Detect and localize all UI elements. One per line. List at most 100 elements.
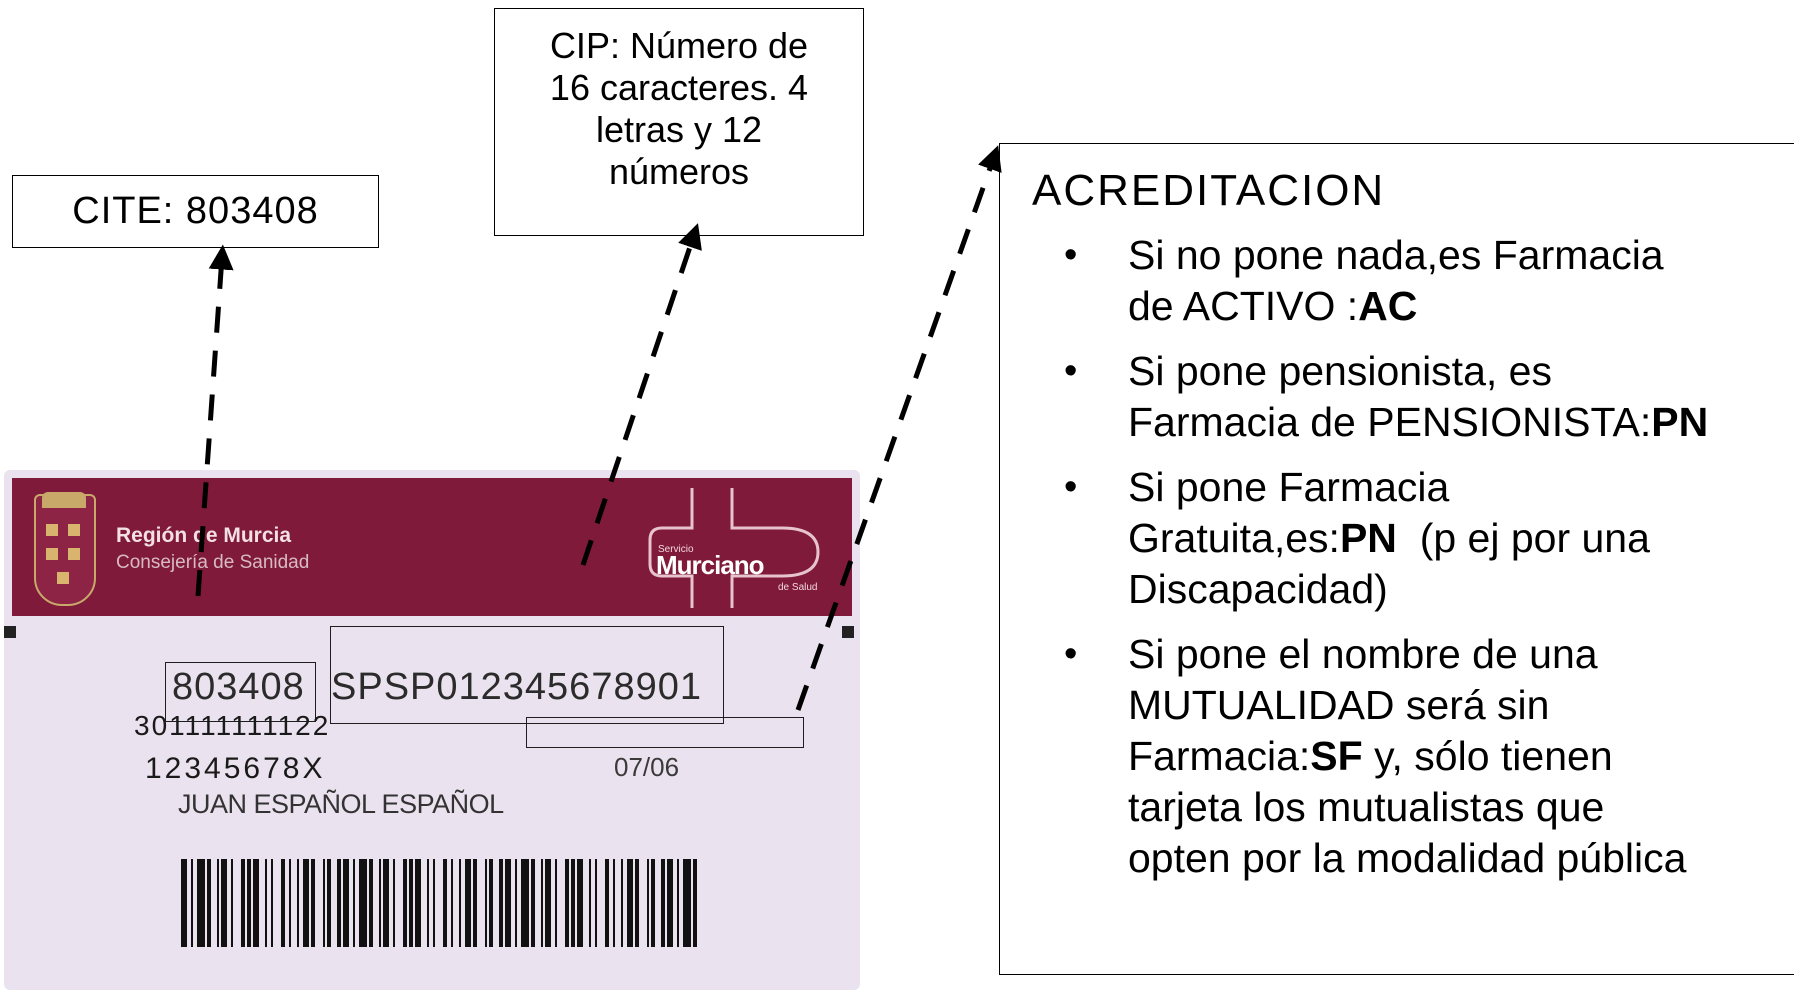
acreditacion-text: Si no pone nada,es Farmacia	[1128, 232, 1664, 278]
barcode-bar	[191, 859, 193, 947]
acreditacion-item-line: Si pone Farmacia	[1128, 462, 1794, 513]
acreditacion-text: Si pone pensionista, es	[1128, 348, 1552, 394]
barcode-bar	[393, 859, 395, 947]
barcode-bar	[231, 859, 233, 947]
acreditacion-code: SF	[1310, 733, 1363, 779]
crown-shape	[42, 492, 86, 508]
acreditacion-code: PN	[1339, 515, 1397, 561]
barcode-bar	[661, 859, 665, 947]
card-corner-mark	[4, 626, 16, 638]
barcode-bar	[515, 859, 517, 947]
barcode-bar	[337, 859, 341, 947]
cite-highlight-box	[165, 662, 316, 722]
card-holder-name: JUAN ESPAÑOL ESPAÑOL	[178, 789, 504, 819]
barcode-bar	[433, 859, 435, 947]
barcode-bar	[281, 859, 285, 947]
logo-salud-text: de Salud	[778, 582, 818, 593]
acreditacion-item-line: tarjeta los mutualistas que	[1128, 782, 1794, 833]
barcode-bar	[621, 859, 623, 947]
barcode-bar	[323, 859, 325, 947]
acreditacion-highlight-box	[526, 717, 804, 748]
barcode-bar	[247, 859, 251, 947]
acreditacion-item-line: Si pone pensionista, es	[1128, 346, 1794, 397]
cip-callout-line-1: CIP: Número de	[549, 25, 809, 66]
barcode-bar	[181, 859, 187, 947]
barcode-bar	[343, 859, 349, 947]
barcode-bar	[403, 859, 407, 947]
cip-highlight-box	[330, 626, 724, 724]
barcode-bar	[427, 859, 429, 947]
barcode-bar	[327, 859, 331, 947]
acreditacion-title: ACREDITACION	[1032, 166, 1386, 215]
barcode-bar	[505, 859, 511, 947]
barcode-bar	[465, 859, 471, 947]
bullet-icon: •	[1064, 633, 1078, 675]
barcode-bar	[677, 859, 679, 947]
barcode-bar	[521, 859, 529, 947]
acreditacion-item-line: Farmacia:SF y, sólo tienen	[1128, 731, 1794, 782]
acreditacion-text: Farmacia de PENSIONISTA:	[1128, 399, 1652, 445]
crest-castle-mark	[46, 548, 58, 560]
acreditacion-text: Si pone Farmacia	[1128, 464, 1450, 510]
barcode-bar	[635, 859, 639, 947]
card-expiry-date: 07/06	[614, 752, 680, 782]
barcode-bar	[443, 859, 447, 947]
barcode-bar	[459, 859, 461, 947]
barcode-bar	[311, 859, 315, 947]
acreditacion-item-line: Si no pone nada,es Farmacia	[1128, 230, 1794, 281]
barcode-bar	[499, 859, 503, 947]
acreditacion-text: tarjeta los mutualistas que	[1128, 784, 1605, 830]
barcode-icon	[181, 859, 697, 947]
barcode-bar	[571, 859, 575, 947]
cite-callout: CITE: 803408	[12, 175, 379, 248]
servicio-murciano-logo-icon	[648, 488, 820, 608]
acreditacion-text: Gratuita,es:	[1128, 515, 1340, 561]
acreditacion-text: (p ej por una	[1396, 515, 1650, 561]
barcode-bar	[303, 859, 309, 947]
card-region-dept: Consejería de Sanidad	[116, 552, 310, 573]
cite-pointer-arrow	[195, 244, 234, 597]
barcode-bar	[207, 859, 211, 947]
barcode-bar	[485, 859, 487, 947]
card-corner-mark	[842, 626, 854, 638]
barcode-bar	[577, 859, 583, 947]
barcode-bar	[379, 859, 381, 947]
bullet-icon: •	[1064, 234, 1078, 276]
barcode-bar	[297, 859, 299, 947]
acreditacion-item-line: Farmacia de PENSIONISTA:PN	[1128, 397, 1794, 448]
acreditacion-text: opten por la modalidad pública	[1128, 835, 1687, 881]
barcode-bar	[651, 859, 655, 947]
barcode-bar	[271, 859, 273, 947]
acreditacion-item-line: MUTUALIDAD será sin	[1128, 680, 1794, 731]
logo-murciano-text: Murciano	[656, 550, 765, 580]
card-header-band: Región de Murcia Consejería de Sanidad S…	[12, 478, 852, 616]
acreditacion-item-line: Si pone el nombre de una	[1128, 629, 1794, 680]
barcode-bar	[589, 859, 591, 947]
barcode-bar	[265, 859, 267, 947]
barcode-bar	[451, 859, 453, 947]
barcode-bar	[221, 859, 227, 947]
bullet-icon: •	[1064, 350, 1078, 392]
barcode-bar	[565, 859, 569, 947]
barcode-bar	[531, 859, 535, 947]
crest-castle-mark	[68, 524, 80, 536]
health-card: Región de Murcia Consejería de Sanidad S…	[4, 470, 860, 990]
acreditacion-pointer-arrow	[795, 145, 1002, 711]
barcode-bar	[667, 859, 673, 947]
barcode-bar	[409, 859, 413, 947]
barcode-bar	[693, 859, 697, 947]
cip-pointer-arrow	[580, 223, 702, 566]
barcode-bar	[353, 859, 355, 947]
barcode-bar	[595, 859, 597, 947]
coat-of-arms-icon	[34, 492, 96, 606]
cip-callout-line-4: números	[608, 151, 750, 192]
acreditacion-item-line: Gratuita,es:PN (p ej por una	[1128, 513, 1794, 564]
crest-castle-mark	[68, 548, 80, 560]
acreditacion-text: de ACTIVO :	[1128, 283, 1359, 329]
